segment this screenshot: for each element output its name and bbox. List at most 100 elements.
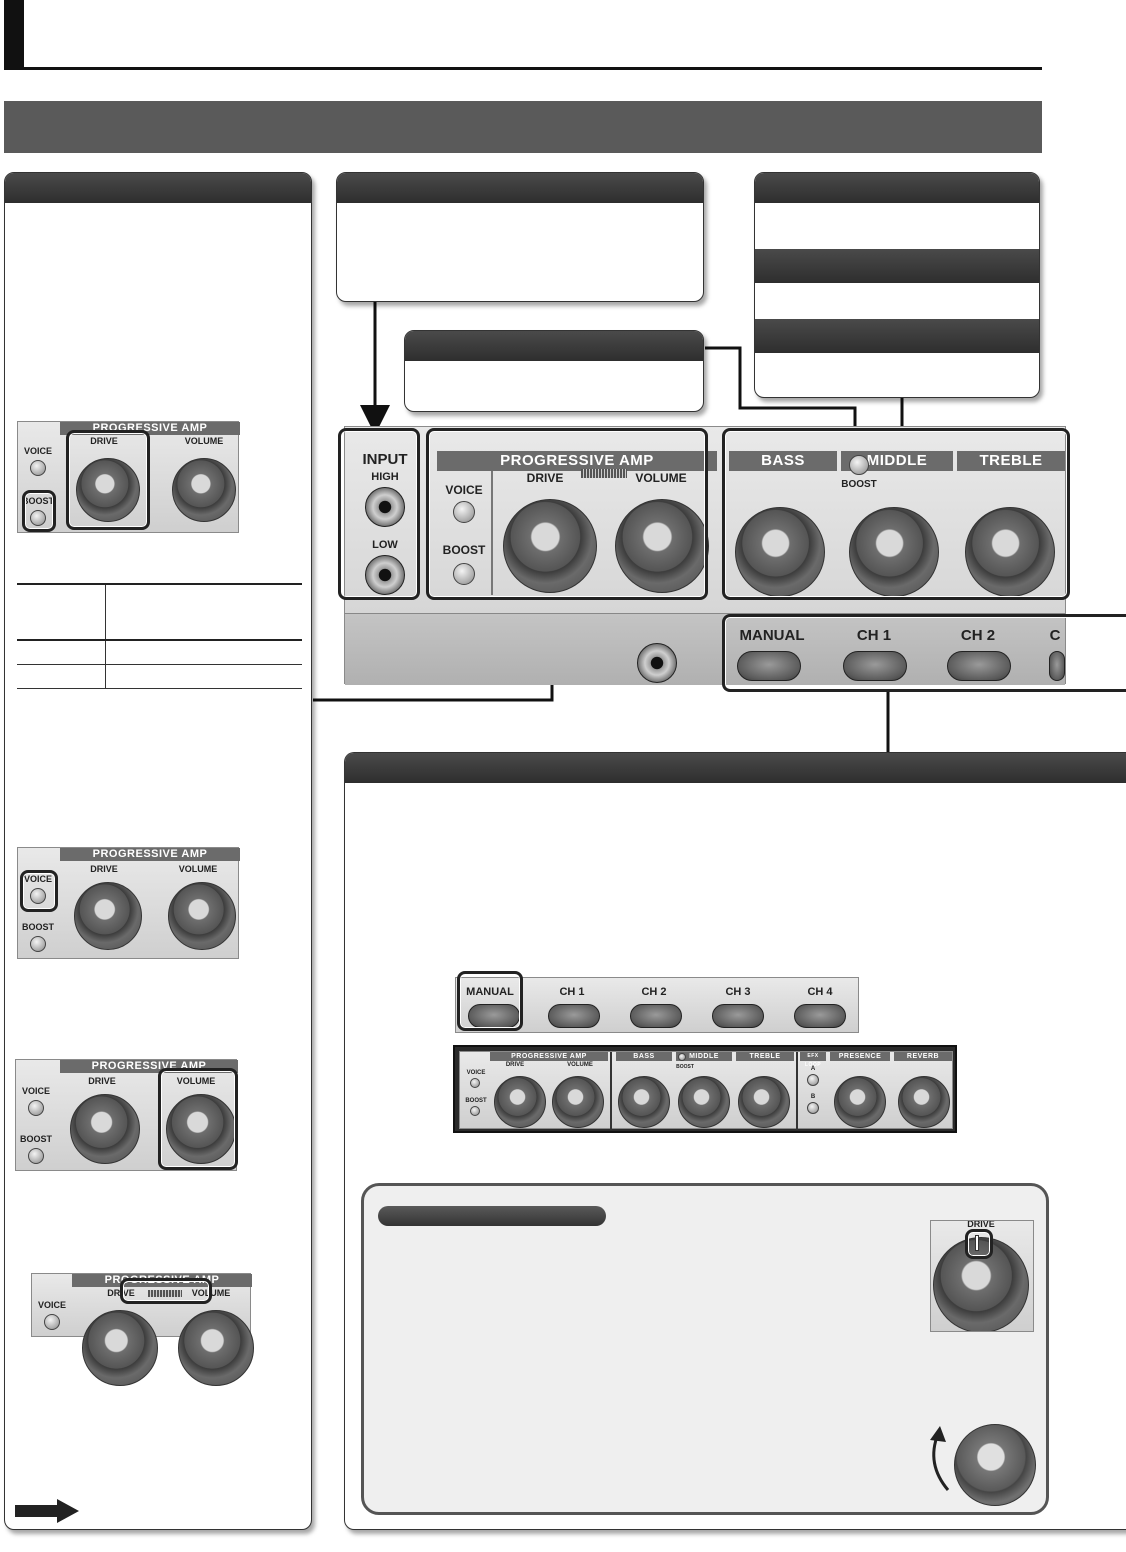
manual-label: MANUAL [466, 986, 514, 998]
input-label: INPUT [362, 451, 408, 468]
ch-partial-label: C [1049, 627, 1061, 644]
mini-middle-knob[interactable] [678, 1076, 730, 1128]
voice-led[interactable] [30, 888, 46, 904]
treble-knob[interactable] [965, 507, 1055, 597]
pointer-highlight [965, 1229, 993, 1259]
manual-pedal[interactable] [737, 651, 801, 681]
indicator-highlight [120, 1278, 212, 1304]
voice-button[interactable] [453, 501, 475, 523]
ch4-pedal[interactable] [794, 1004, 846, 1028]
divider [491, 471, 493, 595]
input-highlight [338, 428, 420, 600]
drive-label: DRIVE [90, 436, 118, 446]
voice-label: VOICE [21, 1086, 50, 1096]
volume-highlight [158, 1068, 238, 1170]
mini-presence-title: PRESENCE [830, 1052, 890, 1061]
mini-amp-title: PROGRESSIVE AMP [490, 1052, 608, 1061]
voice-led[interactable] [30, 460, 46, 476]
middle-title: MIDDLE [841, 451, 953, 471]
mini-efx-a-led[interactable] [807, 1074, 819, 1086]
mini-voice-label: VOICE [466, 1070, 486, 1076]
mini-drive-knob[interactable] [494, 1076, 546, 1128]
mini-volume-knob[interactable] [552, 1076, 604, 1128]
middle-knob[interactable] [849, 507, 939, 597]
mini-bass-knob[interactable] [618, 1076, 670, 1128]
mini-panel-face: PROGRESSIVE AMP VOICE BOOST DRIVE VOLUME… [459, 1051, 953, 1130]
mini-treble-knob[interactable] [738, 1076, 790, 1128]
mini-middle-boost-led[interactable] [678, 1053, 686, 1061]
voice-led[interactable] [28, 1100, 44, 1116]
rotatable-knob[interactable] [954, 1424, 1036, 1506]
amp-title: PROGRESSIVE AMP [437, 451, 717, 471]
voice-led[interactable] [44, 1314, 60, 1330]
table-header-cell-2 [106, 584, 303, 640]
mini-treble-title: TREBLE [736, 1052, 794, 1061]
left-panel-header [5, 173, 311, 203]
drive-label: DRIVE [526, 471, 564, 485]
mini-presence-knob[interactable] [834, 1076, 886, 1128]
volume-label: VOLUME [635, 471, 687, 485]
continue-arrow-icon [15, 1499, 79, 1523]
drive-knob[interactable] [503, 499, 597, 593]
drive-label: DRIVE [967, 1220, 995, 1229]
manual-label: MANUAL [739, 627, 805, 644]
table-cell [106, 664, 303, 688]
ch1-pedal[interactable] [843, 651, 907, 681]
ch2-pedal[interactable] [630, 1004, 682, 1028]
drive-knob[interactable] [74, 882, 142, 950]
tip-title-pill [378, 1206, 606, 1226]
mini-efx-b-led[interactable] [807, 1102, 819, 1114]
drive-knob[interactable] [82, 1310, 158, 1386]
high-input-jack[interactable] [365, 487, 405, 527]
ch1-pedal[interactable] [548, 1004, 600, 1028]
treble-title: TREBLE [957, 451, 1065, 471]
channel-info-header [345, 753, 1126, 783]
ch3-pedal[interactable] [1049, 651, 1065, 681]
boost-button[interactable] [453, 563, 475, 585]
volume-knob[interactable] [172, 458, 236, 522]
mini-panel-photo: PROGRESSIVE AMP VOICE BOOST DRIVE VOLUME… [453, 1045, 957, 1133]
ch3-pedal[interactable] [712, 1004, 764, 1028]
table-cell [17, 640, 106, 664]
voice-label: VOICE [23, 874, 52, 884]
mini-reverb-knob[interactable] [898, 1076, 950, 1128]
volume-knob[interactable] [166, 1094, 236, 1164]
ch1-label: CH 1 [856, 627, 892, 644]
thumb-title: PROGRESSIVE AMP [60, 848, 240, 861]
drive-knob[interactable] [76, 458, 140, 522]
thumb-volume: PROGRESSIVE AMP VOICE BOOST DRIVE VOLUME [15, 1059, 238, 1171]
boost-led[interactable] [30, 510, 46, 526]
boost-highlight [22, 490, 56, 532]
input-info-header [337, 173, 703, 203]
drive-knob[interactable] [70, 1094, 140, 1164]
low-input-jack[interactable] [365, 555, 405, 595]
mini-voice-led[interactable] [470, 1078, 480, 1088]
mini-reverb-title: REVERB [894, 1052, 952, 1061]
boost-led[interactable] [30, 936, 46, 952]
volume-knob[interactable] [615, 499, 709, 593]
ch2-pedal[interactable] [947, 651, 1011, 681]
thumb-voice: PROGRESSIVE AMP VOICE BOOST DRIVE VOLUME [17, 847, 240, 959]
drive-knob[interactable] [933, 1237, 1029, 1331]
left-panel: PROGRESSIVE AMP VOICE BOOST DRIVE VOLUME… [4, 172, 312, 1530]
manual-pedal[interactable] [468, 1004, 520, 1028]
drive-label: DRIVE [90, 864, 118, 874]
phones-jack[interactable] [637, 643, 677, 683]
middle-boost-led[interactable] [849, 455, 869, 475]
eq-treble-header [755, 319, 1039, 353]
eq-section-highlight [722, 428, 1070, 600]
mini-volume-label: VOLUME [567, 1062, 593, 1068]
mini-middle-title: MIDDLE [676, 1052, 732, 1061]
volume-knob[interactable] [168, 882, 236, 950]
mini-boost-led[interactable] [470, 1106, 480, 1116]
drive-indicator [148, 1290, 182, 1297]
thumb-drive-boost: PROGRESSIVE AMP VOICE BOOST DRIVE VOLUME [17, 421, 240, 533]
boost-table [17, 583, 302, 689]
boost-info-box [404, 330, 704, 412]
volume-knob[interactable] [178, 1310, 254, 1386]
bass-knob[interactable] [735, 507, 825, 597]
mini-efx-loop-title: EFX LOOP [800, 1052, 826, 1068]
chapter-marker [4, 0, 24, 70]
mini-divider [610, 1052, 612, 1130]
boost-led[interactable] [28, 1148, 44, 1164]
